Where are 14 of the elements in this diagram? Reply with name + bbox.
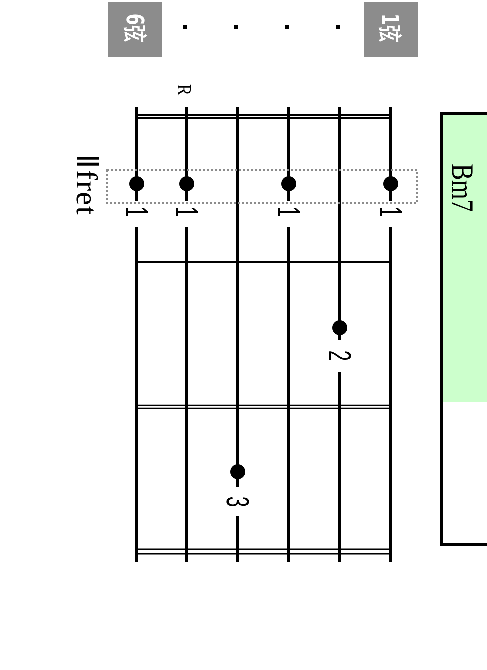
finger-number: 1 [121, 206, 153, 218]
finger-number: 1 [375, 206, 407, 218]
root-label: R [174, 84, 194, 96]
finger-number: 2 [324, 350, 356, 362]
finger-number: 1 [171, 206, 203, 218]
finger-number: 1 [273, 206, 305, 218]
string-tag [364, 2, 418, 57]
finger-number: 3 [222, 496, 254, 508]
chord-name: Bm7 [448, 164, 478, 212]
chord-panel [440, 112, 487, 546]
string-label: 6弦 [123, 14, 147, 42]
fret-position-label: Ⅱfret [71, 154, 101, 216]
string-tag [108, 2, 162, 57]
string-label: 1弦 [378, 14, 402, 42]
